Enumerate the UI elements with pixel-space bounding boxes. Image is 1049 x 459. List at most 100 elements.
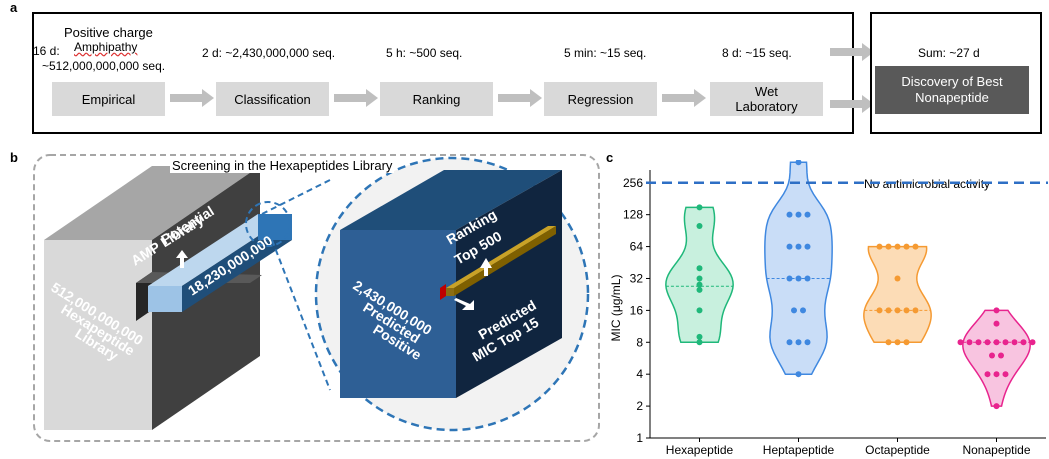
x-tick-label: Octapeptide [865, 443, 930, 457]
arrow-icon [498, 89, 542, 107]
panel-a-label: a [10, 0, 18, 15]
data-point [795, 160, 802, 166]
discovery-box: Discovery of Best Nonapeptide [875, 66, 1029, 114]
panel-c-label: c [606, 150, 614, 165]
data-point [696, 281, 703, 288]
wet-lab-meta: 8 d: ~15 seq. [722, 46, 792, 60]
data-point [993, 320, 1000, 327]
classification-meta: 2 d: ~2,430,000,000 seq. [202, 46, 336, 60]
regression-meta: 5 min: ~15 seq. [564, 46, 647, 60]
data-point [966, 339, 973, 346]
data-point [912, 307, 919, 314]
data-point [957, 339, 964, 346]
violin-shape [863, 245, 932, 344]
y-tick-label: 16 [630, 303, 644, 317]
step-ranking: Ranking [380, 82, 493, 116]
data-point [804, 211, 811, 218]
data-point [989, 352, 995, 359]
y-tick-label: 4 [636, 367, 643, 381]
arrow-icon [662, 89, 706, 107]
y-tick-label: 64 [630, 240, 644, 254]
data-point [885, 307, 892, 314]
data-point [876, 307, 883, 314]
data-point [795, 371, 802, 378]
data-point [696, 286, 703, 293]
zoomed-cube [340, 170, 562, 398]
mic-violin-chart: MIC (μg/mL) No antimicrobial activity 12… [609, 160, 1048, 457]
data-point [876, 243, 883, 250]
data-point [894, 275, 901, 282]
data-point [804, 275, 811, 282]
panel-b-label: b [10, 150, 18, 165]
up-arrow-icon [176, 250, 188, 268]
data-point [786, 339, 793, 346]
step-regression: Regression [544, 82, 657, 116]
data-point [1011, 339, 1018, 346]
arrow-icon [830, 95, 874, 113]
empirical-meta-1: Positive charge [64, 25, 153, 40]
step-wet-laboratory: Wet Laboratory [710, 82, 823, 116]
panel-b-title: Screening in the Hexapeptides Library [170, 158, 395, 173]
arrow-icon [170, 89, 214, 107]
ranking-meta: 5 h: ~500 seq. [386, 46, 463, 60]
data-point [1029, 339, 1036, 346]
data-point [993, 371, 1000, 378]
data-point [696, 333, 703, 340]
data-point [696, 223, 703, 230]
data-point [786, 243, 793, 250]
data-point [993, 339, 1000, 346]
y-tick-label: 2 [636, 399, 643, 413]
arrow-icon [334, 89, 378, 107]
data-point [912, 243, 919, 250]
library-diagram: Potential AMP Library 18,230,000,000 512… [33, 154, 600, 442]
x-tick-label: Nonapeptide [962, 443, 1030, 457]
data-point [804, 243, 811, 250]
data-point [696, 307, 703, 314]
data-point [696, 265, 703, 272]
data-point [903, 307, 910, 314]
data-point [1020, 339, 1027, 346]
x-tick-label: Heptapeptide [763, 443, 835, 457]
data-point [984, 371, 991, 378]
data-point [984, 339, 991, 346]
data-point [894, 307, 901, 314]
empirical-duration: 16 d: [33, 44, 60, 58]
up-arrow-icon [480, 258, 492, 276]
data-point [795, 211, 802, 218]
library-outline [33, 154, 600, 442]
y-axis-label: MIC (μg/mL) [609, 275, 623, 342]
data-point [894, 339, 901, 346]
data-point [998, 352, 1004, 359]
data-point [993, 403, 1000, 410]
empirical-meta-3: ~512,000,000,000 seq. [42, 59, 166, 73]
data-point [975, 339, 982, 346]
y-tick-label: 256 [623, 176, 643, 190]
empirical-meta-2: Amphipathy [74, 40, 138, 54]
data-point [795, 243, 802, 250]
y-tick-label: 8 [636, 335, 643, 349]
data-point [786, 211, 793, 218]
sum-label: Sum: ~27 d [918, 46, 980, 60]
data-point [804, 339, 811, 346]
data-point [903, 339, 910, 346]
data-point [1002, 371, 1009, 378]
y-tick-label: 1 [636, 431, 643, 445]
data-point [885, 339, 892, 346]
data-point [791, 307, 797, 314]
data-point [795, 275, 802, 282]
data-point [696, 275, 703, 282]
violin-shape [962, 309, 1031, 407]
data-point [885, 243, 892, 250]
data-point [795, 339, 802, 346]
data-point [800, 307, 806, 314]
y-tick-label: 32 [630, 271, 644, 285]
violin-shape [665, 206, 734, 344]
data-point [696, 204, 703, 211]
right-arrow-icon [454, 298, 474, 310]
data-point [1002, 339, 1009, 346]
zoom-source-circle [245, 201, 291, 247]
violin-shape [764, 161, 833, 375]
x-tick-label: Hexapeptide [666, 443, 734, 457]
step-empirical: Empirical [52, 82, 165, 116]
data-point [993, 307, 1000, 314]
